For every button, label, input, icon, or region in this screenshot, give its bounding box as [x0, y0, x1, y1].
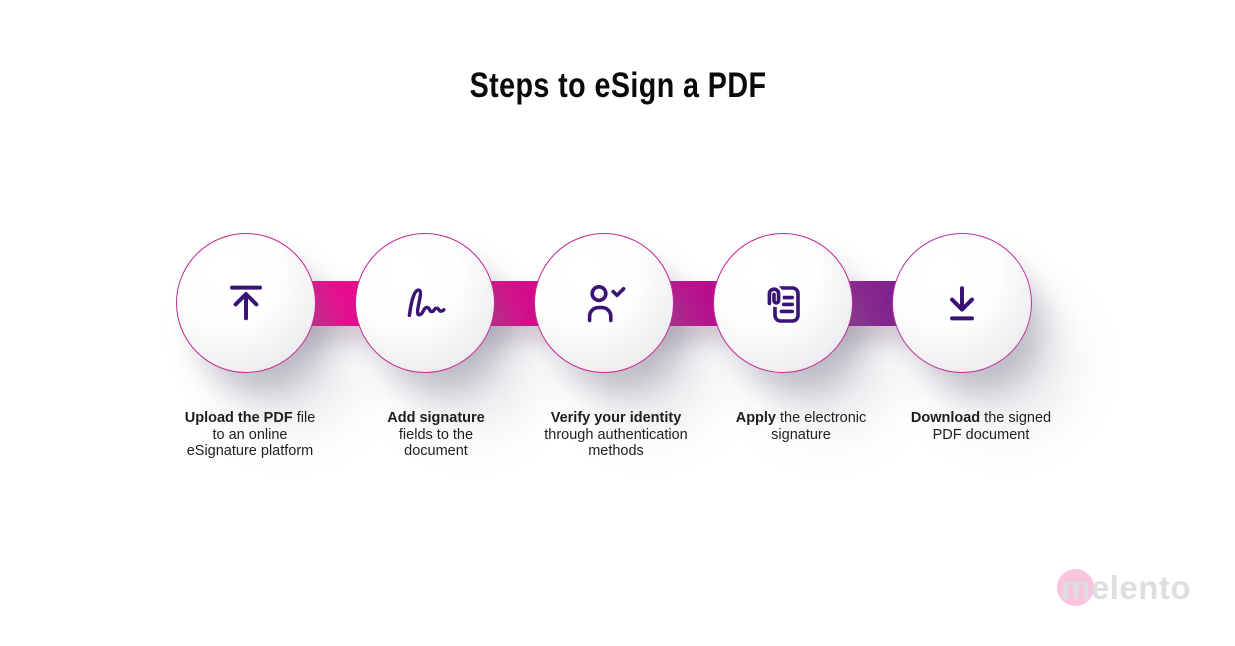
label-line: eSignature platform	[186, 443, 314, 460]
label-line: to an online	[212, 426, 288, 443]
label-line: Upload the PDF file	[184, 410, 316, 426]
title-wrap: Steps to eSign a PDF	[0, 66, 1235, 106]
label-line: Verify your identity	[550, 410, 682, 426]
step-label-upload: Upload the PDF file to an online eSignat…	[144, 410, 356, 460]
step-circle-upload	[176, 233, 316, 373]
upload-icon	[222, 279, 270, 327]
label-line: through authentication	[544, 426, 688, 443]
user-check-icon	[580, 279, 628, 327]
step-label-apply: Apply the electronic signature	[695, 410, 907, 443]
label-line: document	[404, 443, 468, 460]
step-circle-apply	[713, 233, 853, 373]
download-icon	[938, 279, 986, 327]
label-line: Add signature	[387, 410, 485, 426]
label-line: fields to the	[398, 426, 474, 443]
step-circle-signature	[355, 233, 495, 373]
step-label-signature: Add signature fields to the document	[330, 410, 542, 460]
step-circle-verify	[534, 233, 674, 373]
step-label-download: Download the signed PDF document	[875, 410, 1087, 443]
document-attachment-icon	[759, 279, 807, 327]
logo-circle-icon	[1057, 569, 1094, 606]
page-title: Steps to eSign a PDF	[469, 66, 766, 105]
step-label-verify: Verify your identity through authenticat…	[510, 410, 722, 460]
label-line: Apply the electronic	[735, 410, 867, 426]
signature-icon	[401, 279, 449, 327]
label-line: methods	[588, 443, 644, 460]
label-line: PDF document	[932, 426, 1030, 443]
label-line: Download the signed	[910, 410, 1052, 426]
brand-watermark: melento	[1057, 566, 1191, 610]
step-circle-download	[892, 233, 1032, 373]
logo-text: melento	[1061, 569, 1192, 606]
label-line: signature	[771, 426, 831, 443]
